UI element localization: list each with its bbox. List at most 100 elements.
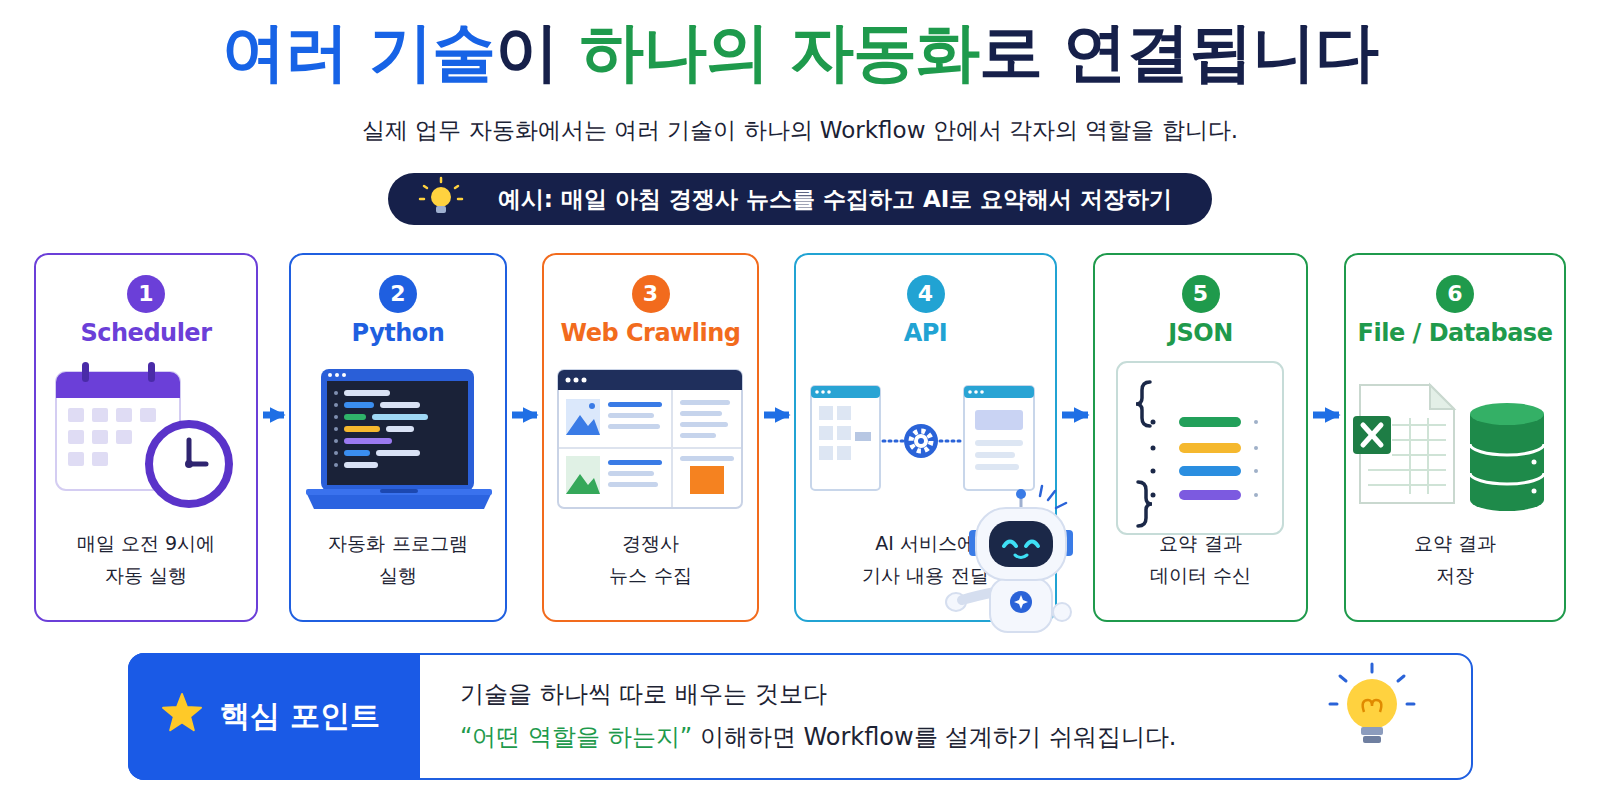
laptop-icon-part bbox=[372, 414, 428, 420]
robot-illustration-part bbox=[1026, 542, 1038, 547]
calendar-icon-part bbox=[68, 452, 84, 466]
browser-icon-part bbox=[680, 400, 730, 405]
calendar-icon-part bbox=[56, 386, 180, 398]
step-number: 5 bbox=[1182, 275, 1220, 313]
api-icon-part bbox=[855, 432, 871, 441]
storage-icon bbox=[1353, 385, 1544, 511]
bulb-illustration-part bbox=[1361, 727, 1383, 735]
robot-illustration-part bbox=[1048, 491, 1055, 500]
json-icon-part bbox=[1179, 466, 1241, 476]
text-run: 여러 기술 bbox=[222, 15, 495, 89]
bulb-illustration-part bbox=[1398, 676, 1404, 681]
robot-illustration-part bbox=[990, 578, 1052, 632]
api-icon-part bbox=[911, 431, 931, 451]
json-icon-part bbox=[1151, 493, 1156, 498]
browser-icon-part bbox=[608, 402, 662, 407]
json-icon-part bbox=[1136, 382, 1150, 426]
browser-icon-part bbox=[680, 422, 728, 427]
laptop-icon-part bbox=[344, 450, 370, 456]
bulb-illustration-part bbox=[1407, 703, 1414, 706]
storage-icon-part bbox=[1368, 469, 1446, 471]
browser-icon-part bbox=[608, 471, 654, 476]
browser-icon-part bbox=[690, 466, 724, 494]
laptop-icon-part bbox=[334, 391, 338, 395]
robot-illustration-part bbox=[1040, 486, 1042, 496]
bulb-icon-part bbox=[436, 206, 446, 213]
flow-arrow bbox=[764, 412, 789, 419]
bulb-icon-part bbox=[420, 198, 424, 201]
api-icon bbox=[811, 386, 1034, 490]
calendar-icon-part bbox=[189, 462, 206, 467]
process-box: 5JSON요약 결과 데이터 수신 bbox=[1093, 253, 1308, 622]
browser-icon-part bbox=[582, 378, 587, 383]
laptop-icon-part bbox=[327, 381, 468, 485]
browser-icon-part bbox=[566, 378, 571, 383]
browser-icon-part bbox=[566, 415, 600, 435]
json-icon-part bbox=[1254, 446, 1258, 450]
api-icon-part bbox=[968, 390, 972, 394]
browser-icon-part bbox=[671, 390, 673, 507]
robot-illustration bbox=[946, 486, 1073, 632]
json-icon-part bbox=[1151, 446, 1156, 451]
api-icon-part bbox=[819, 426, 833, 440]
storage-icon-part bbox=[1532, 460, 1537, 465]
storage-icon-part bbox=[1470, 414, 1544, 511]
api-icon-part bbox=[819, 446, 833, 460]
calendar-icon-part bbox=[92, 408, 108, 422]
calendar-icon-part bbox=[82, 362, 89, 382]
api-icon-part bbox=[819, 406, 833, 420]
browser-icon-part bbox=[558, 370, 742, 390]
laptop-icon-part bbox=[344, 462, 378, 468]
calendar-icon-part bbox=[148, 362, 155, 382]
browser-icon-part bbox=[680, 456, 734, 461]
title: 여러 기술이 하나의 자동화로 연결됩니다 bbox=[0, 10, 1600, 94]
api-icon-part bbox=[975, 440, 1023, 446]
storage-icon-part bbox=[1392, 439, 1446, 441]
storage-icon-part bbox=[1532, 489, 1537, 494]
text-run: 이해하면 Workflow를 설계하기 쉬워집니다. bbox=[692, 723, 1176, 751]
star-icon bbox=[163, 694, 201, 730]
step-title: File / Database bbox=[1346, 319, 1564, 347]
laptop-icon-part bbox=[344, 414, 366, 420]
bulb-icon-part bbox=[431, 187, 451, 207]
flow-arrow bbox=[1062, 412, 1088, 419]
bulb-illustration-part bbox=[1340, 676, 1346, 681]
step-description: 경쟁사 뉴스 수집 bbox=[605, 527, 697, 591]
api-icon-part bbox=[940, 440, 962, 443]
robot-illustration-part bbox=[1015, 555, 1027, 558]
subtitle: 실제 업무 자동화에서는 여러 기술이 하나의 Workflow 안에서 각자의… bbox=[0, 112, 1600, 148]
api-icon-part bbox=[815, 390, 819, 394]
laptop-icon-part bbox=[328, 373, 332, 377]
api-icon-part bbox=[827, 390, 831, 394]
storage-icon-part bbox=[1409, 418, 1411, 494]
robot-illustration-part bbox=[976, 508, 1066, 580]
robot-illustration-part bbox=[1056, 503, 1066, 508]
step-description: 자동화 프로그램 실행 bbox=[318, 527, 478, 591]
process-box: 4APIAI 서비스에 기사 내용 전달 bbox=[794, 253, 1057, 622]
step-number: 1 bbox=[127, 275, 165, 313]
robot-illustration-part bbox=[989, 521, 1053, 567]
json-icon-part bbox=[1151, 420, 1156, 425]
laptop-icon-part bbox=[334, 463, 338, 467]
laptop-icon-part bbox=[344, 402, 374, 408]
browser-icon-part bbox=[680, 433, 716, 438]
storage-icon-part bbox=[1470, 444, 1544, 455]
calendar-icon-part bbox=[116, 408, 132, 422]
api-icon-part bbox=[883, 440, 903, 443]
step-description: 요약 결과 저장 bbox=[1405, 527, 1505, 591]
laptop-icon-part bbox=[334, 415, 338, 419]
text-run: 로 연결됩니다 bbox=[979, 15, 1378, 89]
laptop-icon-part bbox=[376, 450, 420, 456]
step-number: 4 bbox=[907, 275, 945, 313]
api-icon-part bbox=[914, 434, 928, 448]
step-title: Scheduler bbox=[36, 319, 256, 347]
browser-icon-part bbox=[608, 424, 660, 429]
json-icon-part bbox=[1117, 362, 1283, 534]
browser-icon-part bbox=[566, 399, 600, 435]
robot-illustration-part bbox=[1062, 530, 1073, 556]
laptop-icon-part bbox=[344, 390, 390, 396]
bulb-illustration bbox=[1330, 664, 1414, 743]
json-icon bbox=[1117, 362, 1283, 534]
laptop-icon-part bbox=[380, 402, 420, 408]
calendar-icon-part bbox=[56, 372, 180, 398]
